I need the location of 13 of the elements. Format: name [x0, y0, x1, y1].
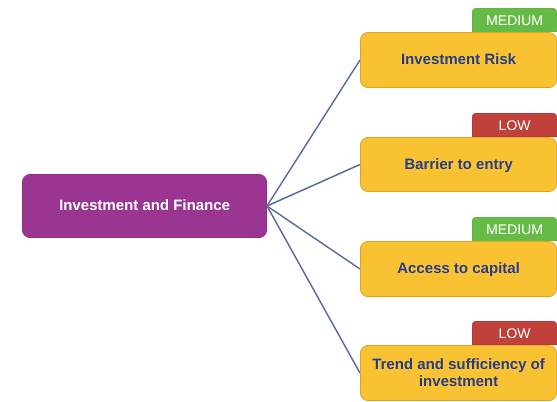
connector-line: [266, 205, 360, 270]
connector-line: [266, 60, 361, 206]
topic-box: Investment and Finance: [22, 174, 267, 238]
rating-tag: MEDIUM: [472, 217, 557, 241]
rating-tag: MEDIUM: [472, 8, 557, 32]
connector-line: [266, 206, 361, 374]
factor-box: Investment Risk: [360, 32, 557, 88]
factor-box: Barrier to entry: [360, 137, 557, 192]
connector-line: [266, 164, 360, 207]
factor-box: Access to capital: [360, 241, 557, 297]
rating-tag: LOW: [472, 113, 557, 137]
rating-tag: LOW: [472, 321, 557, 345]
factor-box: Trend and sufficiency of investment: [360, 345, 557, 401]
